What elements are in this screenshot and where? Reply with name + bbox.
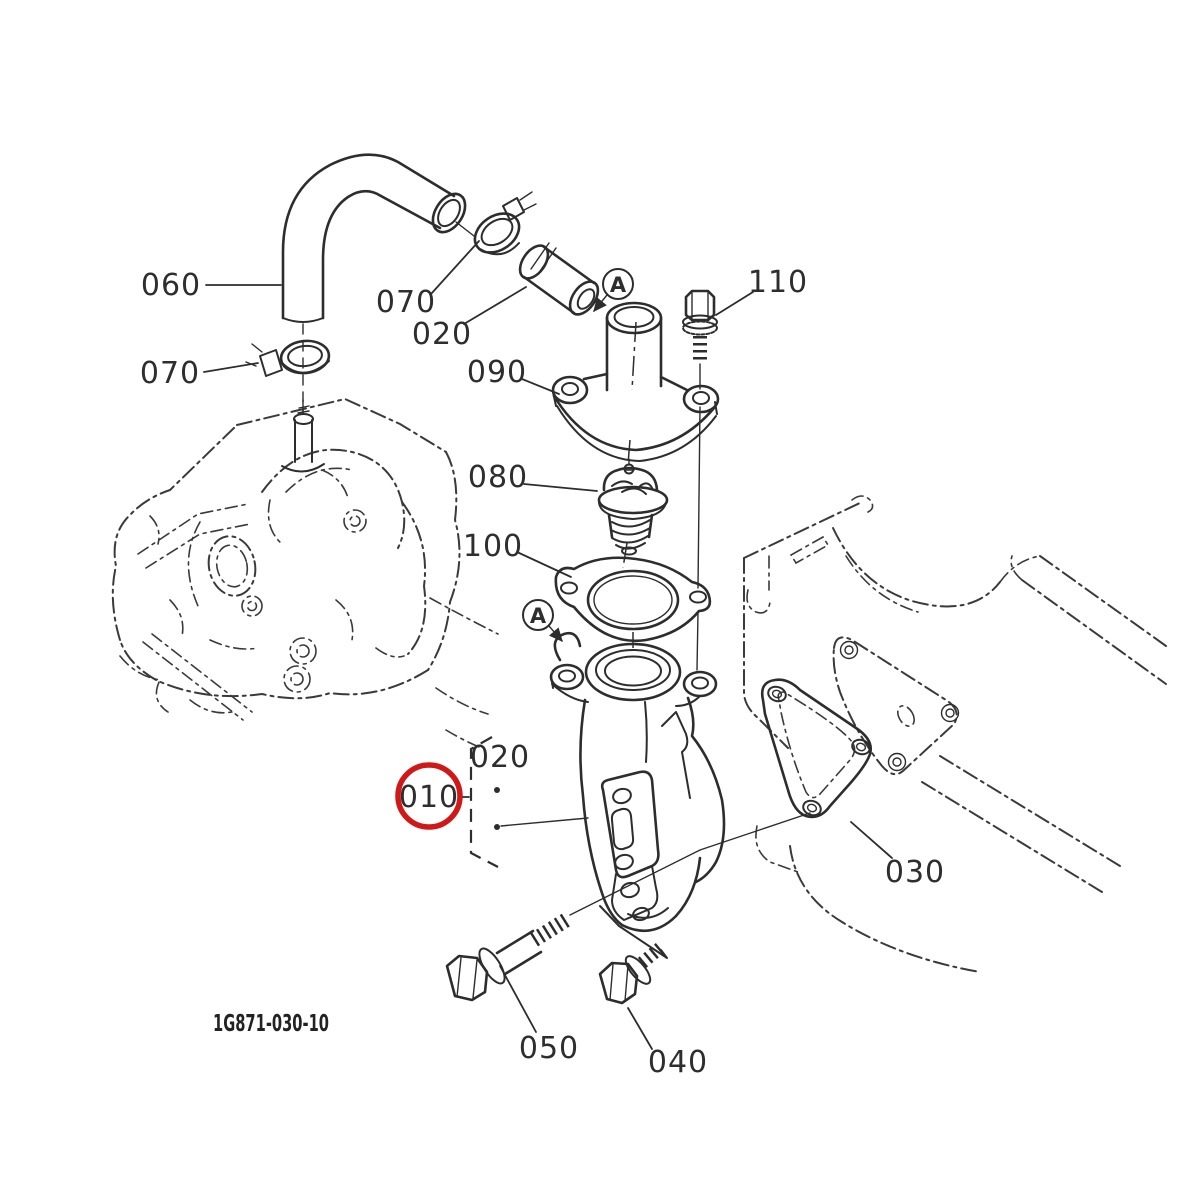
callout-080: 080 bbox=[468, 460, 528, 495]
callout-090: 090 bbox=[467, 355, 527, 390]
callout-110: 110 bbox=[748, 265, 808, 300]
engine-block-right bbox=[743, 495, 1167, 973]
assembly-centerlines bbox=[622, 321, 637, 648]
callout-070-lower: 070 bbox=[140, 356, 200, 391]
bolt-040 bbox=[598, 943, 665, 1005]
cover-gasket-100 bbox=[554, 556, 712, 643]
callout-010: 010 bbox=[399, 780, 459, 815]
callout-020-upper: 020 bbox=[412, 317, 472, 352]
callout-030: 030 bbox=[885, 855, 945, 890]
flange-gasket-030 bbox=[760, 678, 872, 819]
hose-clamp-070-upper bbox=[473, 191, 537, 256]
highlight-circle-010 bbox=[395, 762, 463, 830]
bolt-110 bbox=[682, 289, 718, 671]
thermostat-080 bbox=[597, 458, 669, 556]
detail-a-marker-1: A bbox=[593, 268, 634, 313]
block-triangular-boss bbox=[832, 636, 960, 776]
callout-070-upper: 070 bbox=[376, 285, 436, 320]
callout-020-bracket: 020 bbox=[470, 740, 530, 775]
assembly-010-bracket bbox=[395, 736, 589, 868]
callout-100: 100 bbox=[463, 529, 523, 564]
thermostat-cover-090 bbox=[551, 301, 720, 462]
callout-060: 060 bbox=[141, 268, 201, 303]
bolt-050 bbox=[445, 812, 811, 1002]
leader-lines bbox=[203, 240, 893, 1050]
callout-040: 040 bbox=[648, 1045, 708, 1080]
callout-labels: 060 070 070 020 110 090 080 100 010 020 … bbox=[140, 265, 945, 1080]
drawing-number: 1G871-030-10 bbox=[213, 1011, 329, 1037]
detail-a-letter: A bbox=[530, 604, 547, 628]
detail-a-marker-2: A bbox=[522, 599, 563, 643]
engine-block-left bbox=[111, 398, 499, 749]
callout-050: 050 bbox=[519, 1031, 579, 1066]
water-flange-assembly-010 bbox=[549, 631, 726, 959]
hose-clamp-070-lower bbox=[245, 339, 331, 377]
detail-a-letter: A bbox=[610, 273, 627, 297]
joint-pipe-020 bbox=[518, 242, 600, 316]
radiator-hose-060 bbox=[281, 153, 475, 323]
